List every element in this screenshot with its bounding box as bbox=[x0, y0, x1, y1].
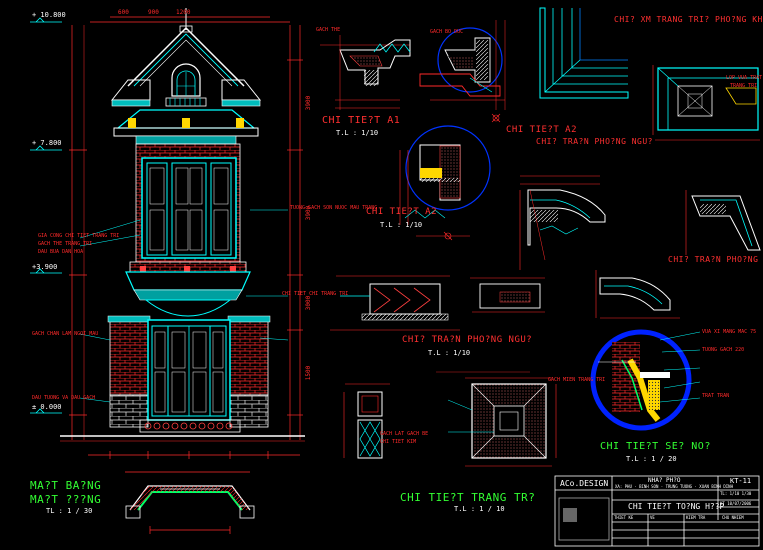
se-no-scale: T.L : 1 / 20 bbox=[626, 455, 677, 463]
company-name: ACo.DESIGN bbox=[560, 479, 609, 488]
floor-plan-section bbox=[125, 471, 255, 534]
sheet-title: CHI TIE?T TO?NG H??P bbox=[628, 502, 725, 511]
detail-a1 bbox=[320, 20, 506, 123]
annotation: LOP VUA TRAT bbox=[726, 75, 763, 81]
ceiling-moulding-detail bbox=[519, 175, 761, 319]
project-address: XA: PHU · BINH SON · TRUNG TUONG · XUAN … bbox=[615, 484, 734, 489]
detail-a1-scale: T.L : 1/10 bbox=[336, 129, 379, 137]
detail-a2 bbox=[399, 125, 491, 241]
se-no-title: CHI TIE?T SE? NO? bbox=[600, 441, 711, 452]
dimension-text: 3000 bbox=[305, 295, 313, 311]
annotation: GACH MIEN TRANG TRI bbox=[548, 377, 606, 383]
detail-a2b-title: CHI TIE?T A2 bbox=[366, 207, 438, 217]
annotation: TRAT TRAN bbox=[702, 393, 730, 399]
title-row-label: KIEM TRA bbox=[686, 515, 706, 520]
dimension-text: 600 bbox=[118, 9, 129, 16]
detail-a2b-scale: T.L : 1/10 bbox=[380, 221, 423, 229]
level-label: + 7.800 bbox=[32, 139, 62, 147]
facade-elevation bbox=[30, 8, 305, 459]
title-row-label: VE bbox=[650, 515, 655, 520]
annotation: VUA XI MANG MAC 75 bbox=[702, 329, 757, 335]
detail-a1-title: CHI TIE?T A1 bbox=[322, 115, 401, 126]
elevation-scale: TL : 1 / 30 bbox=[46, 507, 93, 515]
project-name: NHA? PH?O bbox=[648, 477, 681, 484]
dimension-text: 1200 bbox=[176, 9, 191, 16]
annotation: GACH BO DUC bbox=[430, 29, 464, 35]
level-label: +3.900 bbox=[32, 263, 58, 271]
elevation-title-1: MA?T BA?NG bbox=[30, 479, 102, 492]
annotation: TUONG GACH 220 bbox=[702, 347, 745, 353]
title-side-info: TL: 1/10 1/30 bbox=[720, 491, 752, 496]
detail-a2-title: CHI TIE?T A2 bbox=[506, 125, 578, 135]
moulding-title: CHI? XM TRANG TRI? PHO?NG KHA?N bbox=[614, 15, 763, 24]
title-row-label: CHU NHIEM bbox=[722, 515, 744, 520]
annotation: CHI TIET KIM bbox=[380, 439, 417, 445]
title-side-info: KT 10/07/2006 bbox=[720, 501, 752, 506]
ceiling-detail-title: CHI? TRA?N PHO?NG NGU? bbox=[402, 335, 533, 345]
ornament-detail bbox=[343, 371, 557, 467]
annotation: GACH LAT GACH BE bbox=[380, 431, 429, 437]
dimension-text: 3900 bbox=[305, 95, 313, 111]
ceiling-detail-scale: T.L : 1/10 bbox=[428, 349, 471, 357]
annotation: TRANG TRI bbox=[730, 83, 758, 89]
dimension-text: 1500 bbox=[305, 365, 313, 381]
annotation: GACH CHAN LAM NGOI MAU bbox=[32, 331, 99, 337]
ornament-scale: T.L : 1 / 10 bbox=[454, 505, 505, 513]
se-no-detail bbox=[590, 329, 701, 431]
dimension-text: 900 bbox=[148, 9, 159, 16]
level-label: ± 0.000 bbox=[32, 403, 62, 411]
title-row-label: THIET KE bbox=[614, 515, 634, 520]
annotation: GIA CONG CHI TIET TRANG TRI bbox=[38, 233, 120, 239]
ornament-title: CHI TIE?T TRANG TR? bbox=[400, 491, 536, 504]
annotation: TUONG GACH SON NUOC MAU TRANG bbox=[290, 205, 378, 211]
ceiling-n-title: CHI? TRA?N PHO?NG N bbox=[668, 255, 763, 264]
cornice-moulding-detail bbox=[539, 7, 760, 141]
elevation-title-2: MA?T ???NG bbox=[30, 493, 102, 506]
level-label: + 10.800 bbox=[32, 11, 66, 19]
annotation: GACH THE TRANG TRI bbox=[38, 241, 93, 247]
annotation: GACH THE bbox=[316, 27, 341, 33]
annotation: DAU BUA DAN HOA bbox=[38, 249, 84, 255]
annotation: DAU TUONG VA DAU GACH bbox=[32, 395, 96, 401]
detail-a2-subtitle: CHI? TRA?N PHO?NG NGU? bbox=[536, 137, 653, 146]
sill-detail bbox=[330, 275, 545, 331]
annotation: CHI TIET CHI TRANG TRI bbox=[282, 291, 349, 297]
title-block bbox=[554, 475, 760, 547]
drawing-number: KT-11 bbox=[730, 477, 752, 485]
